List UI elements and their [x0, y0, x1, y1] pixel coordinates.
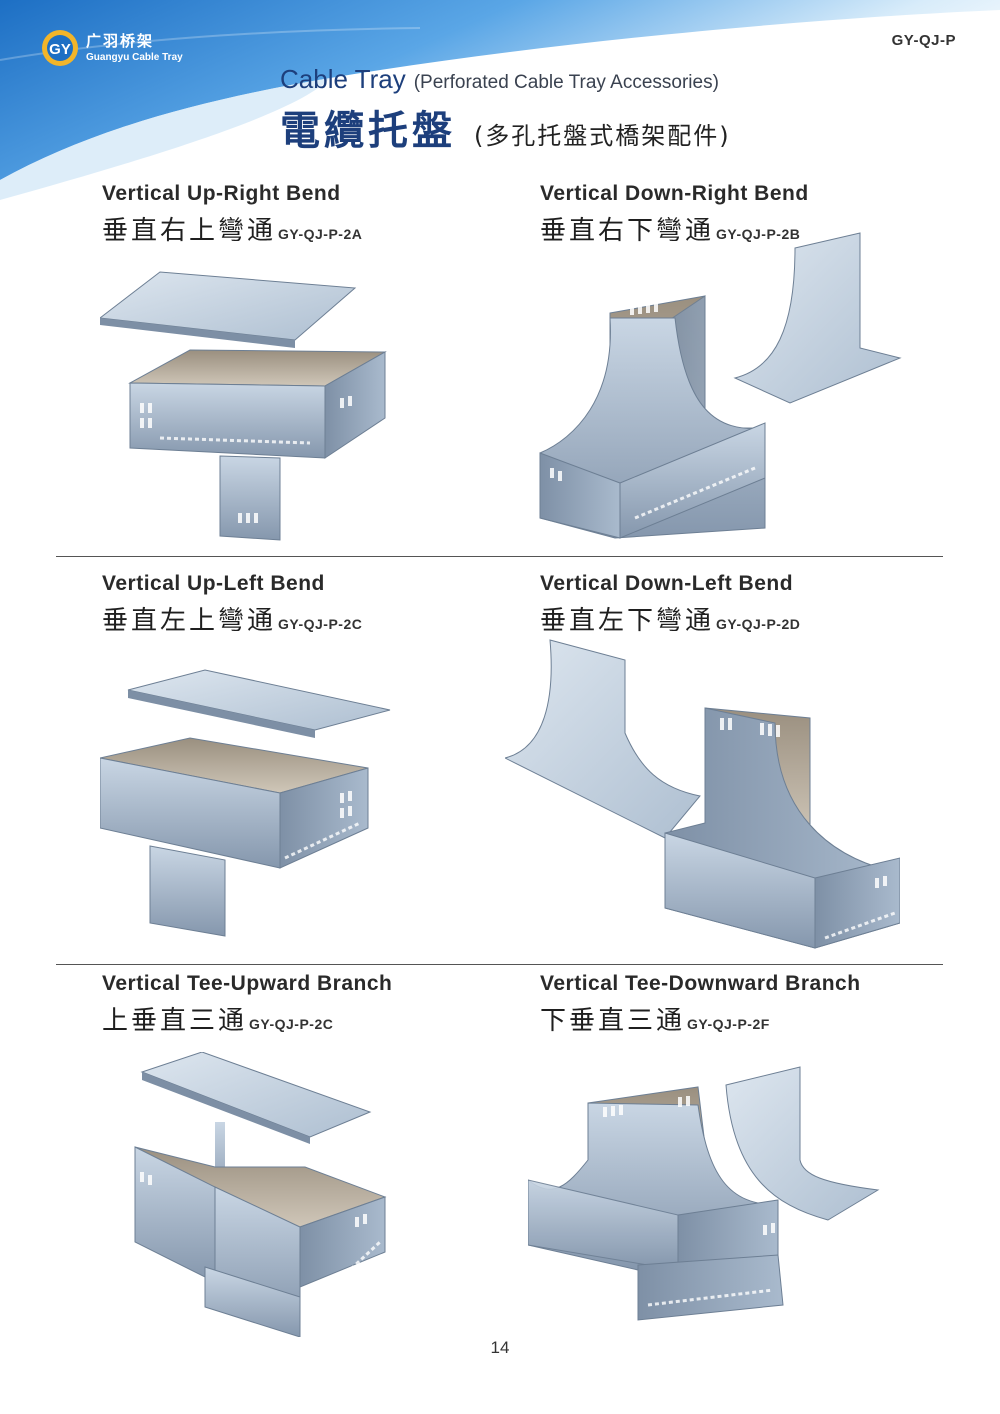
company-logo: GY 广羽桥架 Guangyu Cable Tray	[40, 28, 183, 68]
product-illustration-tee-upward-branch	[134, 1052, 387, 1337]
section-divider	[56, 964, 943, 965]
title-cn-subtitle: (多孔托盤式橋架配件)	[473, 122, 731, 150]
product-illustration-down-right-bend	[539, 232, 902, 539]
product-name-en: Vertical Tee-Downward Branch	[540, 972, 861, 995]
product-name-en: Vertical Tee-Upward Branch	[102, 972, 393, 995]
logo-english-text: Guangyu Cable Tray	[86, 52, 183, 63]
product-illustration-tee-downward-branch	[528, 1066, 880, 1321]
title-en-main: Cable Tray	[280, 64, 406, 94]
product-name-en: Vertical Up-Left Bend	[102, 572, 325, 595]
title-en-subtitle: (Perforated Cable Tray Accessories)	[413, 72, 719, 93]
product-name-en: Vertical Up-Right Bend	[102, 182, 341, 205]
product-name-cn: 垂直右上彎通	[102, 216, 277, 246]
document-code: GY-QJ-P	[891, 32, 956, 49]
product-name-en: Vertical Down-Left Bend	[540, 572, 794, 595]
svg-text:GY: GY	[49, 41, 71, 58]
page-title-english: Cable Tray (Perforated Cable Tray Accesso…	[280, 64, 719, 95]
product-code: GY-QJ-P-2F	[687, 1016, 770, 1032]
product-name-cn: 下垂直三通	[540, 1006, 686, 1036]
title-cn-main: 電纜托盤	[280, 108, 456, 154]
product-illustration-down-left-bend	[505, 639, 900, 949]
page-number: 14	[490, 1338, 510, 1357]
product-illustration-up-left-bend	[100, 669, 391, 937]
product-code: GY-QJ-P-2D	[716, 616, 801, 632]
product-name-cn: 垂直左下彎通	[540, 606, 715, 636]
logo-chinese-text: 广羽桥架	[86, 32, 155, 50]
page-title-chinese: 電纜托盤 (多孔托盤式橋架配件)	[280, 98, 731, 156]
product-code: GY-QJ-P-2C	[278, 616, 363, 632]
product-name-cn: 垂直左上彎通	[102, 606, 277, 636]
product-illustration-up-right-bend	[100, 271, 387, 541]
product-name-cn: 上垂直三通	[102, 1006, 248, 1036]
product-name-en: Vertical Down-Right Bend	[540, 182, 809, 205]
product-code: GY-QJ-P-2A	[278, 226, 363, 242]
product-name-cn: 垂直右下彎通	[540, 216, 715, 246]
product-code: GY-QJ-P-2C	[249, 1016, 334, 1032]
section-divider	[56, 556, 943, 557]
product-code: GY-QJ-P-2B	[716, 226, 801, 242]
logo-mark-icon: GY	[42, 30, 78, 66]
